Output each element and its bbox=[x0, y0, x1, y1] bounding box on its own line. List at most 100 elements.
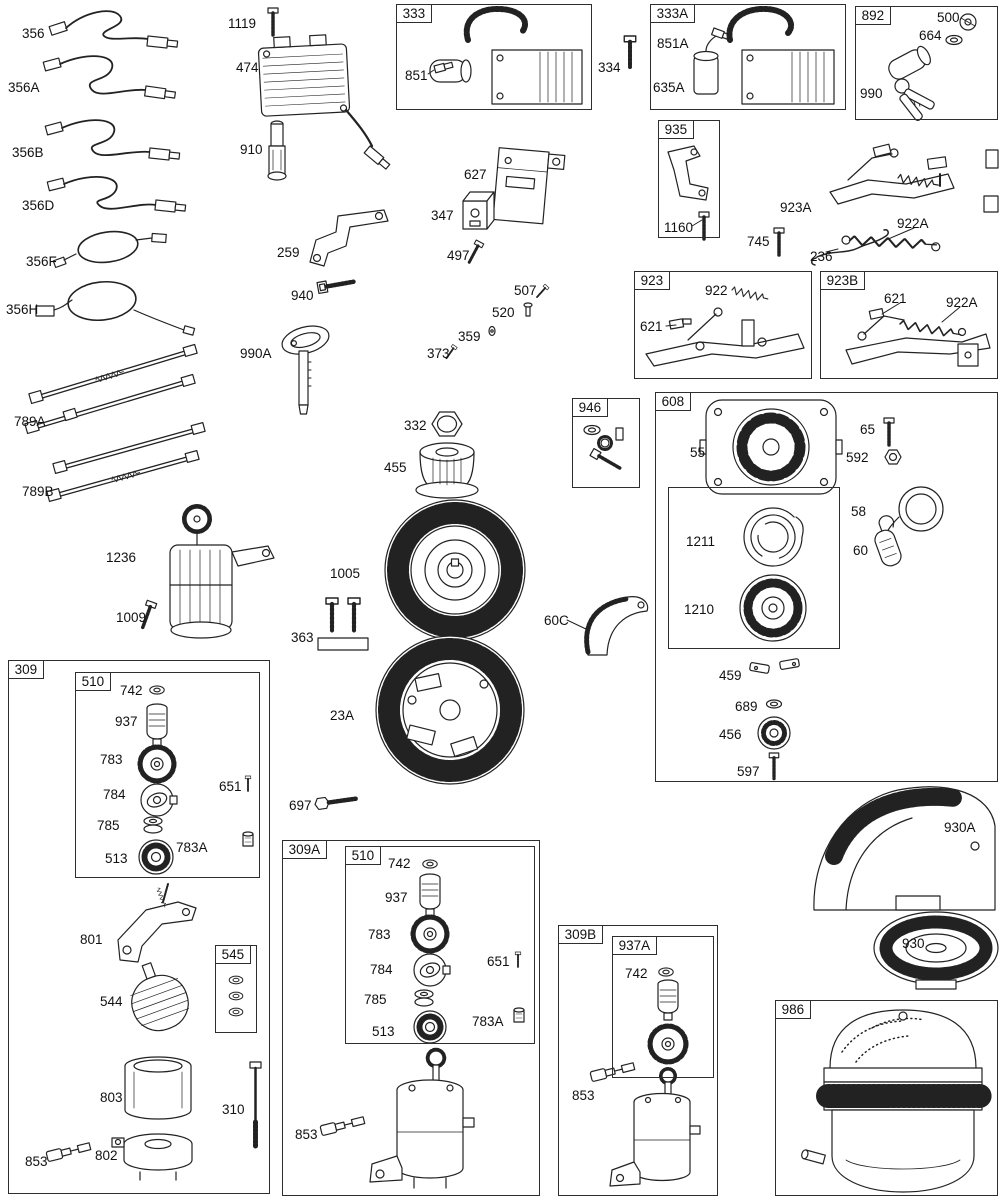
art-785-washers-309a bbox=[414, 989, 434, 1007]
art-592-nut bbox=[884, 449, 902, 465]
art-789a-linkage bbox=[24, 343, 198, 435]
part-label-922: 922 bbox=[705, 283, 728, 298]
part-label-922a-923b: 922A bbox=[946, 295, 978, 310]
art-784-clutch-309a bbox=[413, 953, 451, 987]
group-box-tag-510-309: 510 bbox=[74, 671, 112, 691]
art-986-air-cleaner bbox=[801, 1009, 992, 1193]
art-236-rod bbox=[811, 229, 889, 266]
part-label-497: 497 bbox=[447, 248, 470, 263]
part-label-259: 259 bbox=[277, 245, 300, 260]
group-box-tag-545: 545 bbox=[214, 944, 252, 964]
art-923-governor-bracket bbox=[645, 285, 805, 367]
part-label-923a: 923A bbox=[780, 200, 812, 215]
art-455-clutch-cup bbox=[415, 442, 479, 499]
art-356h-wire bbox=[35, 280, 196, 336]
art-356-wire bbox=[48, 10, 179, 49]
leader-lines bbox=[427, 69, 961, 631]
part-label-910: 910 bbox=[240, 142, 263, 157]
part-label-597: 597 bbox=[737, 764, 760, 779]
art-803-sleeve bbox=[124, 1056, 192, 1120]
part-label-621-923b: 621 bbox=[884, 291, 907, 306]
part-label-1236: 1236 bbox=[106, 550, 137, 565]
part-label-853-309a: 853 bbox=[295, 1127, 318, 1142]
art-789b-linkage bbox=[46, 421, 206, 502]
art-334-screw bbox=[624, 36, 636, 67]
group-box-986: 986 bbox=[774, 999, 998, 1196]
group-box-tag-309a: 309A bbox=[281, 839, 328, 859]
group-box-tag-937a: 937A bbox=[611, 935, 658, 955]
part-label-332: 332 bbox=[404, 418, 427, 433]
part-label-783a-309a: 783A bbox=[472, 1014, 504, 1029]
art-801-bracket bbox=[117, 883, 197, 963]
art-1211-rewind-spring bbox=[743, 507, 804, 567]
part-label-802: 802 bbox=[95, 1148, 118, 1163]
art-363-brake-anchor bbox=[317, 598, 369, 651]
part-label-742-309: 742 bbox=[120, 683, 143, 698]
art-23a-ring-gear-fan bbox=[375, 635, 525, 785]
part-label-592: 592 bbox=[846, 450, 869, 465]
art-359-pin bbox=[488, 325, 496, 337]
art-946-hardware bbox=[583, 424, 624, 470]
part-label-651-309: 651 bbox=[219, 779, 242, 794]
part-label-783-309a: 783 bbox=[368, 927, 391, 942]
part-label-783-309: 783 bbox=[100, 752, 123, 767]
part-label-544: 544 bbox=[100, 994, 123, 1009]
art-347-switch bbox=[462, 191, 495, 230]
art-356a-wire bbox=[42, 55, 177, 100]
group-box-892: 892 bbox=[854, 5, 998, 120]
part-label-1211: 1211 bbox=[686, 534, 716, 549]
part-label-1160: 1160 bbox=[664, 220, 694, 235]
part-label-60c: 60C bbox=[544, 613, 569, 628]
group-box-510-309a: 510 bbox=[344, 845, 535, 1044]
art-745-screw bbox=[772, 226, 786, 257]
part-label-356f: 356F bbox=[26, 254, 57, 269]
art-935-bracket bbox=[667, 145, 711, 241]
group-box-545: 545 bbox=[214, 944, 257, 1033]
part-label-803: 803 bbox=[100, 1090, 123, 1105]
part-label-60: 60 bbox=[853, 543, 869, 558]
part-label-363: 363 bbox=[291, 630, 314, 645]
art-356d-wire bbox=[46, 176, 187, 213]
part-label-627: 627 bbox=[464, 167, 487, 182]
part-label-356a: 356A bbox=[8, 80, 40, 95]
group-box-tag-309b: 309B bbox=[557, 924, 604, 944]
part-label-1009: 1009 bbox=[116, 610, 147, 625]
art-990a-key bbox=[281, 325, 330, 415]
part-label-459: 459 bbox=[719, 668, 742, 683]
art-784-clutch-309 bbox=[140, 783, 178, 817]
part-label-784-309: 784 bbox=[103, 787, 126, 802]
group-box-tag-309: 309 bbox=[7, 659, 45, 679]
art-802-end-cap bbox=[111, 1133, 193, 1181]
art-785-washers-309 bbox=[143, 816, 163, 834]
art-456-retainer bbox=[757, 716, 791, 750]
art-930a-blower-shroud bbox=[813, 786, 996, 911]
art-513-drum-309a bbox=[413, 1010, 447, 1044]
part-label-456: 456 bbox=[719, 727, 742, 742]
part-label-520: 520 bbox=[492, 305, 515, 320]
part-label-1119: 1119 bbox=[228, 16, 257, 31]
art-922a-spring-top bbox=[841, 234, 941, 252]
part-label-697: 697 bbox=[289, 798, 312, 813]
part-label-689: 689 bbox=[735, 699, 758, 714]
art-930-debris-screen bbox=[873, 911, 999, 990]
group-box-309: 309 bbox=[7, 659, 270, 1194]
art-459-pawls bbox=[749, 658, 800, 674]
group-box-937a: 937A bbox=[611, 935, 714, 1078]
art-507-screw bbox=[534, 283, 551, 300]
art-513-drum-309 bbox=[138, 839, 174, 875]
part-label-347: 347 bbox=[431, 208, 454, 223]
part-label-851: 851 bbox=[405, 68, 428, 83]
art-923b-governor-bracket bbox=[845, 308, 991, 367]
art-1236-starter-motor bbox=[169, 504, 275, 639]
group-box-tag-333a: 333A bbox=[649, 3, 696, 23]
part-label-55: 55 bbox=[690, 445, 706, 460]
art-544-armature-rotor bbox=[130, 962, 189, 1032]
art-937-spring-cup-309a bbox=[419, 873, 441, 917]
group-box-tag-892: 892 bbox=[854, 5, 892, 25]
part-label-356d: 356D bbox=[22, 198, 55, 213]
part-label-236: 236 bbox=[810, 249, 833, 264]
part-label-359: 359 bbox=[458, 329, 481, 344]
part-label-853-309b: 853 bbox=[572, 1088, 595, 1103]
